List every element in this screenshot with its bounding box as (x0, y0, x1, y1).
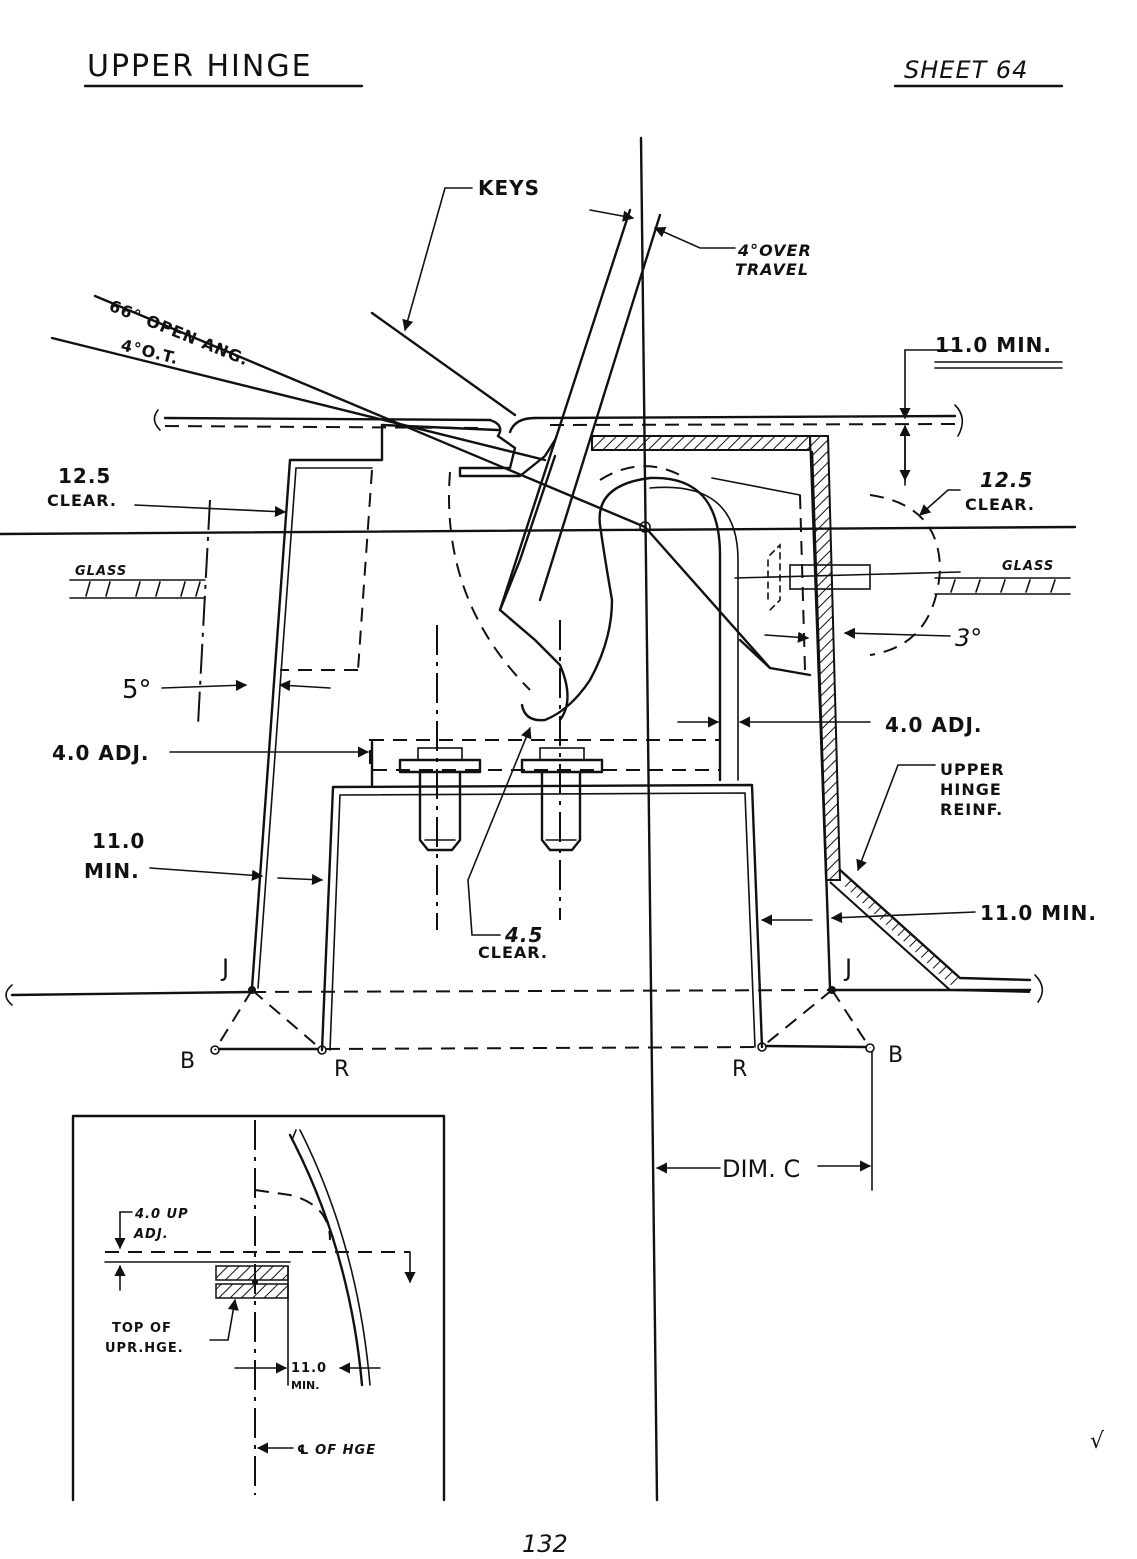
check-mark: √ (1090, 1429, 1105, 1454)
clear-right-text: CLEAR. (965, 495, 1035, 514)
clear-45-value: 4.5 (504, 923, 543, 947)
point-b-right: B (888, 1043, 903, 1068)
horizontal-center-line (0, 525, 1077, 536)
clear-left-value: 12.5 (58, 464, 111, 488)
angle-lines (50, 208, 772, 670)
point-r-left: R (334, 1057, 349, 1082)
point-b-left: B (180, 1049, 195, 1074)
hinge-link (458, 434, 569, 722)
clear-45-text: CLEAR. (478, 943, 548, 962)
leaders (134, 187, 976, 1174)
over-travel-label-2: TRAVEL (735, 260, 809, 279)
reinf-label-3: REINF. (940, 800, 1003, 819)
title-block: UPPER HINGE SHEET 64 (83, 49, 1064, 88)
reinf-label-2: HINGE (940, 780, 1002, 799)
clearance-arc-right (869, 494, 942, 656)
dim-c-label: DIM. C (722, 1155, 800, 1183)
angle-5-label: 5° (122, 675, 152, 705)
inset-frame (71, 1114, 446, 1502)
swing-arc-left (448, 471, 531, 691)
bolt-center (520, 620, 604, 920)
clear-right-value: 12.5 (980, 468, 1033, 492)
labels: KEYS 4°OVER TRAVEL 66° OPEN ANG. 4°O.T. … (47, 176, 1097, 1183)
inset-min-value: 11.0 (291, 1361, 327, 1376)
page-number: 132 (522, 1530, 568, 1558)
inset-up-adj-2: ADJ. (133, 1227, 169, 1242)
min-left-value: 11.0 (92, 829, 145, 853)
min-left-text: MIN. (84, 859, 140, 883)
glass-right: GLASS (934, 559, 1071, 595)
clear-left-text: CLEAR. (47, 491, 117, 510)
keys-label: KEYS (478, 176, 540, 200)
vertical-center-line (639, 136, 659, 1502)
inset-top-of-2: UPR.HGE. (105, 1341, 184, 1356)
inset-up-adj-1: 4.0 UP (134, 1207, 189, 1222)
title: UPPER HINGE (87, 49, 313, 84)
pivot-point (639, 521, 651, 533)
inset-min-text: MIN. (291, 1379, 319, 1392)
upper-hinge-reinforcement (829, 868, 1032, 993)
adj-left-label: 4.0 ADJ. (52, 741, 150, 765)
over-travel-label-1: 4°OVER (737, 241, 812, 260)
inset-top-of-1: TOP OF (112, 1321, 172, 1336)
bolt-left (398, 625, 482, 930)
hinge-door-bracket (197, 423, 500, 990)
open-angle-label: 66° OPEN ANG. (107, 296, 252, 369)
inset-center-label: ℄ OF HGE (297, 1443, 376, 1458)
glass-left-label: GLASS (75, 564, 127, 579)
min-right-label: 11.0 MIN. (980, 901, 1097, 925)
hinge-knuckle (520, 465, 739, 782)
body-skin-bottom (5, 974, 1044, 1006)
inset-detail: 4.0 UP ADJ. TOP OF UPR.HGE. 11.0 MIN. ℄ … (71, 1114, 446, 1502)
point-j-left: J (220, 954, 229, 982)
adj-right-label: 4.0 ADJ. (885, 713, 983, 737)
glass-right-label: GLASS (1002, 559, 1054, 574)
bolt-right (734, 543, 961, 611)
angle-3-label: 3° (955, 624, 982, 652)
reference-points (210, 986, 875, 1191)
glass-left: GLASS (69, 564, 206, 599)
sheet-number: SHEET 64 (904, 56, 1028, 84)
reinf-label-1: UPPER (940, 760, 1005, 779)
point-r-right: R (732, 1057, 747, 1082)
min-top-label: 11.0 MIN. (935, 333, 1052, 357)
point-j-right: J (843, 954, 852, 982)
